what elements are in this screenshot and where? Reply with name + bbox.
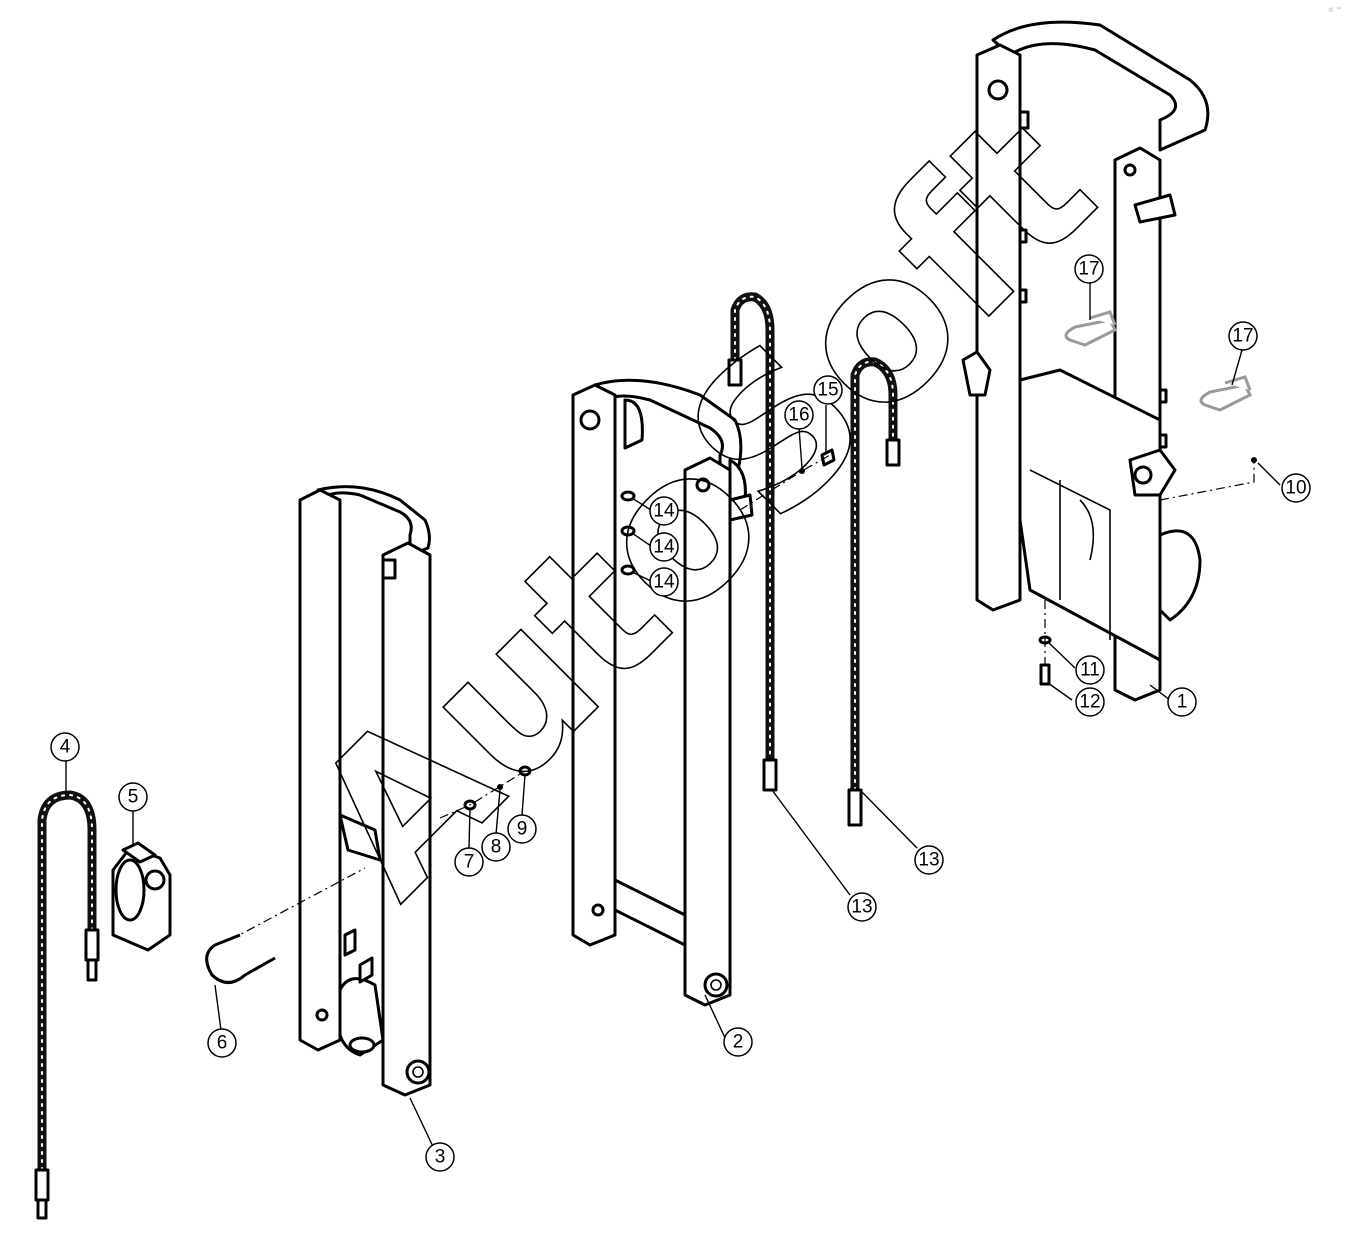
callout-3: 3 [425,1142,455,1172]
svg-text:14: 14 [653,537,675,558]
svg-text:10: 10 [1285,478,1306,499]
chain-13-left [727,292,778,792]
chain-13-right [847,357,901,827]
callout-7: 7 [454,847,484,877]
svg-text:12: 12 [1079,692,1100,713]
svg-text:14: 14 [653,501,675,522]
svg-text:17: 17 [1232,326,1253,347]
callout-14-top: 14 [649,496,679,526]
svg-text:9: 9 [517,819,528,840]
middle-mast [571,378,754,1007]
callout-14-bottom: 14 [649,567,679,597]
svg-text:4: 4 [60,737,71,758]
callout-14-middle: 14 [649,532,679,562]
callout-13-upper: 13 [914,845,944,875]
svg-text:17: 17 [1078,259,1099,280]
svg-text:1: 1 [1177,692,1188,713]
svg-text:7: 7 [464,852,475,873]
chain-4 [34,790,100,1220]
svg-text:13: 13 [918,850,939,871]
svg-text:11: 11 [1080,660,1100,681]
callout-6: 6 [207,1028,237,1058]
corner-mark: © ™ [1328,7,1342,14]
svg-text:2: 2 [733,1032,744,1053]
callout-8: 8 [481,832,511,862]
svg-text:5: 5 [128,787,139,808]
assembly-lines [229,454,1255,941]
callout-4: 4 [50,732,80,762]
u-bolt [205,933,276,984]
washers-14 [620,490,636,576]
svg-text:14: 14 [653,572,675,593]
svg-text:13: 13 [851,897,872,918]
callout-17-right: 17 [1228,321,1258,351]
callout-13-lower: 13 [847,892,877,922]
inner-mast [298,485,432,1097]
svg-text:8: 8 [491,837,502,858]
callout-16: 16 [784,400,814,430]
svg-text:3: 3 [435,1147,446,1168]
callout-11: 11 [1075,655,1105,685]
svg-text:16: 16 [788,405,809,426]
callout-2: 2 [723,1027,753,1057]
hardware-15-16 [799,448,836,474]
callout-10: 10 [1281,473,1311,503]
clips-17 [1064,310,1253,412]
svg-text:15: 15 [817,380,838,401]
callout-5: 5 [118,782,148,812]
svg-text:6: 6 [217,1033,228,1054]
callout-12: 12 [1075,687,1105,717]
leader-lines [65,283,1281,1156]
callout-1: 1 [1167,687,1197,717]
outer-mast [961,20,1210,702]
callout-15: 15 [813,375,843,405]
callout-17-upper: 17 [1074,254,1104,284]
callout-9: 9 [507,814,537,844]
pulley-bracket [111,841,172,952]
